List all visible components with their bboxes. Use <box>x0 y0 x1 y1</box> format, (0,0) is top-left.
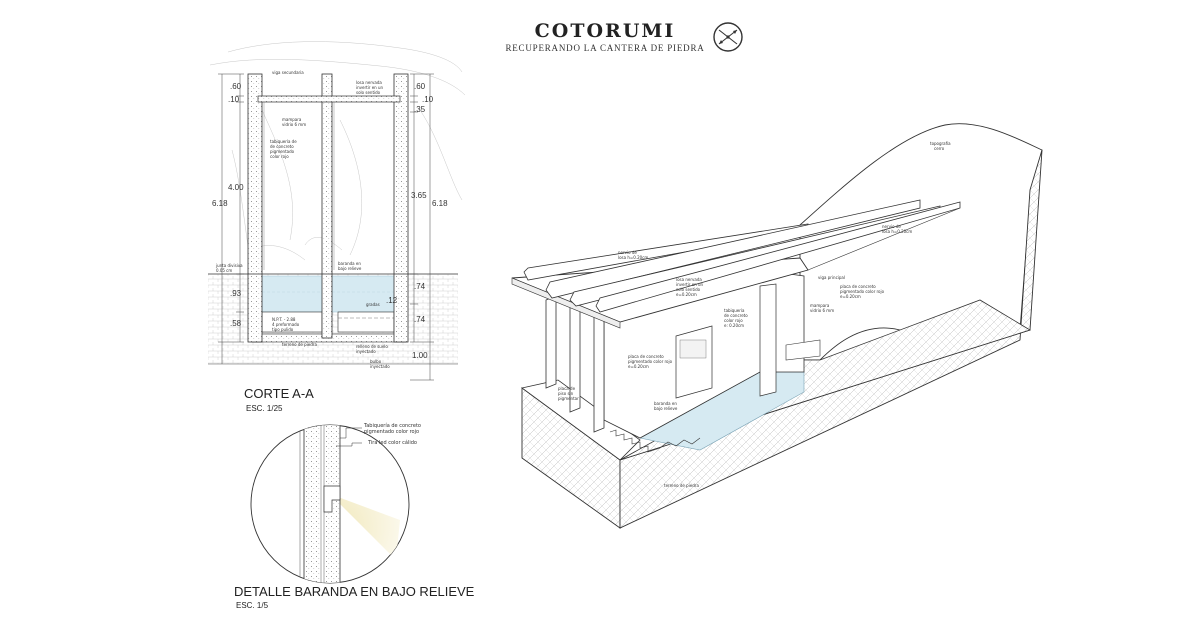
dim-right-035: .35 <box>414 105 426 114</box>
dim-right-074b: .74 <box>414 315 426 324</box>
iso-lbl-losa-nervada-2: invertir en un <box>676 282 704 287</box>
detail-baranda: Tabiquería de concreto pigmentado color … <box>234 422 475 610</box>
wall-center <box>321 73 333 339</box>
lbl-baranda: baranda en <box>338 261 361 266</box>
dims-left <box>218 73 244 364</box>
iso-lbl-losa-nervada-4: e=0.20cm <box>676 292 697 297</box>
lbl-tabiqueria: tabiquería de <box>270 139 297 144</box>
lbl-npt-3: tipo pulido <box>272 327 294 332</box>
lbl-tabiqueria-2: de concreto <box>270 144 294 149</box>
detail-title: DETALLE BARANDA EN BAJO RELIEVE <box>234 584 475 599</box>
iso-lbl-placa-prof-2: piso sin <box>558 391 574 396</box>
lbl-mampara: mampara <box>282 117 302 122</box>
iso-roof-ribs <box>523 199 961 313</box>
iso-lbl-placa-left-3: e=0.20cm <box>628 364 649 369</box>
lbl-junta: junta divisiva <box>215 263 243 268</box>
iso-lbl-placa-left-2: pigmentado color rojo <box>628 359 673 364</box>
iso-lbl-mampara: mampara <box>810 303 830 308</box>
iso-lbl-placa-left: placa de concreto <box>628 354 664 359</box>
lbl-mampara-2: vidrio 6 mm <box>282 122 306 127</box>
iso-lbl-mampara-2: vidrio 6 mm <box>810 308 834 313</box>
lbl-tabiqueria-3: pigmentado <box>270 149 295 154</box>
iso-lbl-losa-nervada: losa nervada <box>676 277 702 282</box>
iso-lbl-topografia-2: cerro <box>934 146 945 151</box>
lbl-losa-nervada-3: solo sentido <box>356 90 381 95</box>
iso-lbl-nervio-b: nervio de <box>882 224 901 229</box>
project-title: COTORUMI <box>534 20 676 42</box>
iso-lbl-placa-right-2: pigmentado color rojo <box>840 289 885 294</box>
iso-steps <box>609 429 701 453</box>
iso-lbl-placa-prof: placa de <box>558 386 576 391</box>
iso-lbl-nervio: nervio de <box>618 250 637 255</box>
section-title: CORTE A-A <box>244 386 314 401</box>
iso-lbl-placa-prof-3: pigmentar <box>558 396 579 401</box>
dim-right-365: 3.65 <box>411 191 427 200</box>
lbl-relleno: relleno de suelo <box>356 344 388 349</box>
iso-lbl-viga-principal: viga principal <box>818 275 845 280</box>
lbl-viga-secundaria: viga secundaria <box>272 70 304 75</box>
iso-lbl-tabiqueria-2: de concreto <box>724 313 748 318</box>
section-scale: ESC. 1/25 <box>246 404 283 413</box>
iso-lbl-topografia: topografía <box>930 141 951 146</box>
iso-lbl-terreno: terreno de piedra <box>664 483 699 488</box>
compass-cross-icon <box>713 22 743 52</box>
iso-lbl-tabiqueria-4: e: 0.20cm <box>724 323 744 328</box>
iso-lbl-nervio-2: losa h=0.20cm <box>618 255 648 260</box>
isometric-view: topografía cerro nervio de losa h=0.20cm… <box>511 123 1043 529</box>
project-subtitle: RECUPERANDO LA CANTERA DE PIEDRA <box>505 43 705 53</box>
iso-lbl-baranda-2: bajo relieve <box>654 406 678 411</box>
iso-lbl-placa-right-3: e=0.20cm <box>840 294 861 299</box>
lbl-npt-2: 4 preformado <box>272 322 300 327</box>
iso-wall-window <box>675 325 713 399</box>
dim-right-012: .12 <box>386 296 398 305</box>
dim-left-010: .10 <box>228 95 240 104</box>
dim-right-010: .10 <box>422 95 434 104</box>
iso-lbl-losa-nervada-3: solo sentido <box>676 287 701 292</box>
detail-lbl-3: Tira led color cálido <box>367 439 417 446</box>
pool-step-right <box>337 311 395 333</box>
detail-lbl-1: Tabiquería de concreto <box>363 422 421 429</box>
iso-lbl-nervio-b-2: losa h=0.20cm <box>882 229 912 234</box>
lbl-baranda-2: bajo relieve <box>338 266 362 271</box>
dim-right-060: .60 <box>414 82 426 91</box>
iso-lbl-tabiqueria: tabiquería <box>724 308 745 313</box>
lbl-terreno: terreno de piedra <box>282 342 317 347</box>
detail-lbl-2: pigmentado color rojo <box>364 429 419 435</box>
lbl-relleno-2: inyectado <box>356 349 376 354</box>
dim-left-060: .60 <box>230 82 242 91</box>
lbl-losa-nervada: losa nervada <box>356 80 382 85</box>
lbl-gradas: gradas <box>366 302 380 307</box>
section-a-a: .60 .10 4.00 6.18 .93 .58 .60 .10 .35 3.… <box>208 41 466 413</box>
lbl-bulbo: bulbo <box>370 359 382 364</box>
iso-lbl-baranda: baranda en <box>654 401 677 406</box>
lbl-bulbo-2: inyectado <box>370 364 390 369</box>
dim-left-058: .58 <box>230 319 242 328</box>
dim-left-400: 4.00 <box>228 183 244 192</box>
dim-right-074a: .74 <box>414 282 426 291</box>
wall-left <box>247 73 263 343</box>
wall-right <box>393 73 409 343</box>
lbl-tabiqueria-4: color rojo <box>270 154 289 159</box>
iso-wall-door <box>759 283 777 397</box>
dim-right-100: 1.00 <box>412 351 428 360</box>
dim-left-618: 6.18 <box>212 199 228 208</box>
lbl-losa-nervada-2: invertir en un <box>356 85 384 90</box>
iso-lbl-placa-right: placa de concreto <box>840 284 876 289</box>
dim-right-618: 6.18 <box>432 199 448 208</box>
lbl-junta-2: 0.05 cm <box>216 268 232 273</box>
dim-left-093: .93 <box>230 289 242 298</box>
lbl-npt: N.P.T. - 2.88 <box>272 317 296 322</box>
iso-lbl-tabiqueria-3: color rojo <box>724 318 743 323</box>
title-block: COTORUMI RECUPERANDO LA CANTERA DE PIEDR… <box>480 20 730 53</box>
roof-beam <box>257 95 401 103</box>
dims-right <box>410 73 434 381</box>
detail-scale: ESC. 1/5 <box>236 601 269 610</box>
